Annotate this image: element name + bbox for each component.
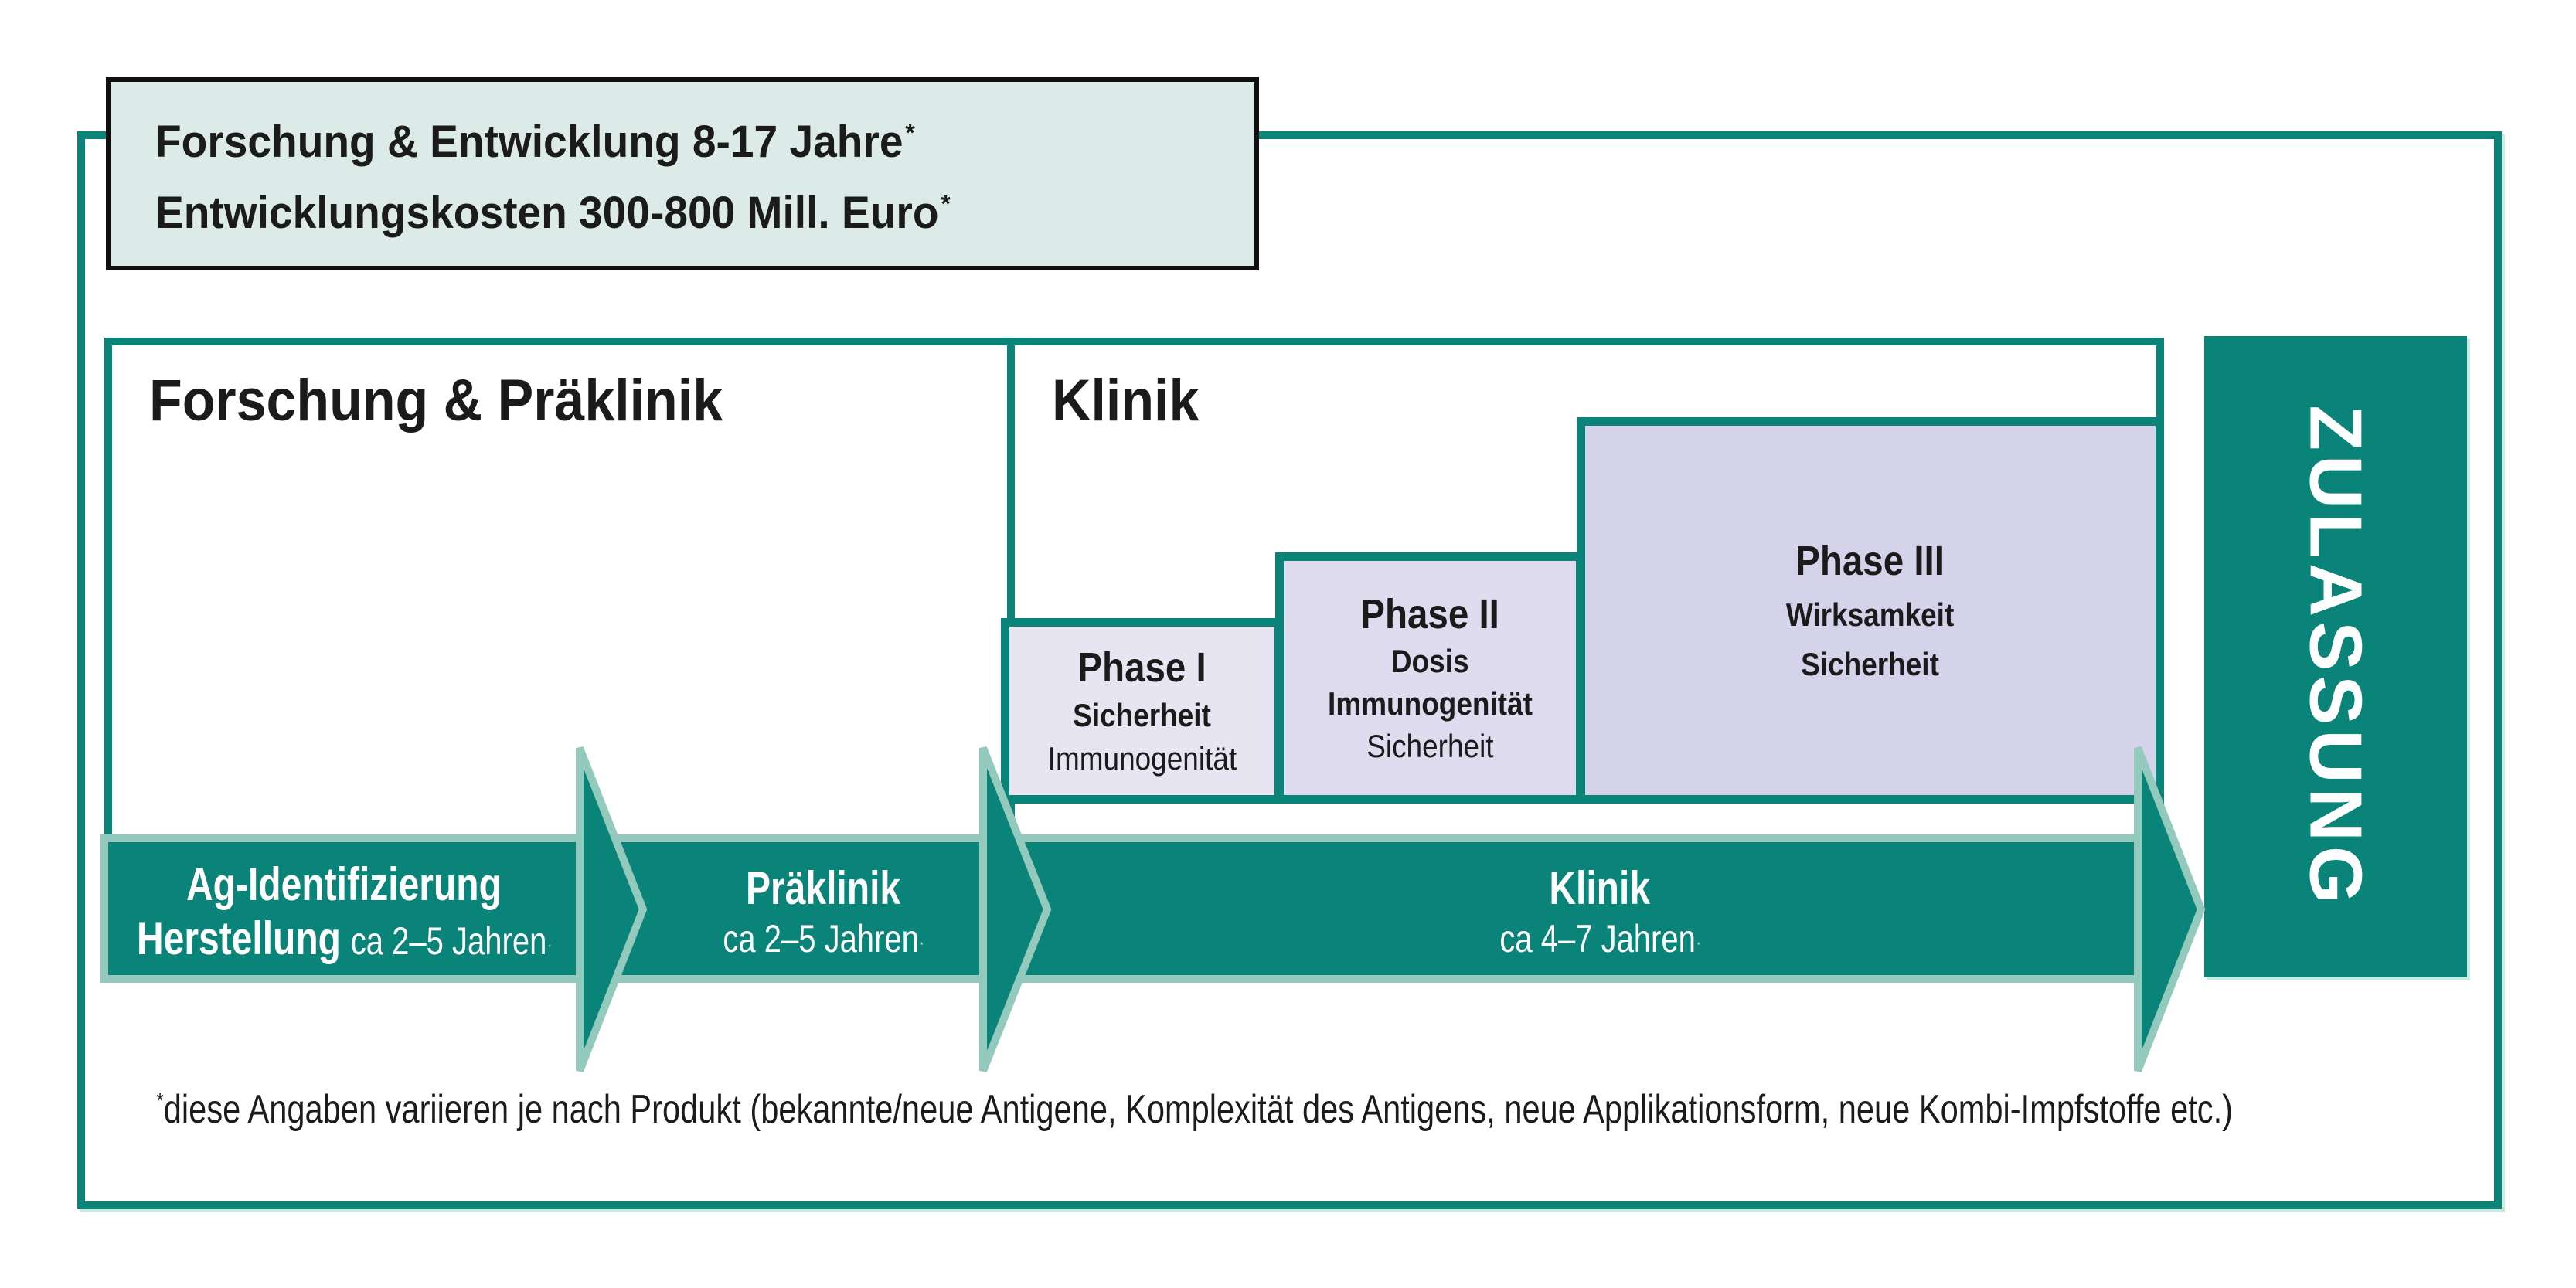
zulassung-box: ZULASSUNG — [2204, 336, 2467, 977]
phase-1-line-immunogenitaet: Immunogenität — [1047, 740, 1237, 777]
arrow-3-label: Klinik ca 4–7 Jahren* — [1051, 842, 2149, 981]
footnote-text: diese Angaben variieren je nach Produkt … — [163, 1087, 2233, 1132]
arrow-1-duration: ca 2–5 Jahren — [351, 919, 547, 963]
arrow-1-line-1: Ag-Identifizierung — [186, 861, 502, 908]
info-line-duration-text: Forschung & Entwicklung 8-17 Jahre — [155, 117, 903, 167]
arrow-2-line-1: Präklinik — [746, 865, 900, 912]
arrow-1-body — [100, 834, 587, 983]
phase-2-title: Phase II — [1360, 591, 1499, 637]
info-line-costs: Entwicklungskosten 300-800 Mill. Euro* — [155, 191, 1200, 236]
phase-3-line-wirksamkeit: Wirksamkeit — [1786, 596, 1955, 633]
arrow-2-label: Präklinik ca 2–5 Jahren* — [641, 842, 1005, 981]
asterisk-superscript: * — [156, 1088, 164, 1114]
footnote: *diese Angaben variieren je nach Produkt… — [155, 1087, 2233, 1132]
arrow-2-title: Präklinik — [745, 862, 901, 914]
phase-2-line-dosis: Dosis — [1390, 643, 1469, 679]
phase-1-title: Phase I — [1077, 644, 1206, 691]
arrow-2-head — [979, 746, 1052, 1072]
arrow-1-head — [576, 746, 648, 1072]
phase-2-line-sicherheit: Sicherheit — [1366, 728, 1494, 764]
phase-1-line-sicherheit: Sicherheit — [1073, 697, 1211, 733]
arrow-3-duration: ca 4–7 Jahren — [1499, 917, 1696, 960]
arrow-3-body — [1007, 834, 2145, 983]
phase-3-box: Phase III Wirksamkeit Sicherheit — [1577, 417, 2164, 804]
section-klinik-title: Klinik — [1052, 368, 1200, 433]
arrow-3-title: Klinik — [1549, 862, 1651, 914]
phase-3-line-sicherheit: Sicherheit — [1801, 646, 1940, 682]
arrow-3-line-1: Klinik — [1550, 865, 1651, 912]
phase-2-line-immunogenitaet: Immunogenität — [1327, 685, 1533, 722]
arrow-2-body — [607, 834, 989, 983]
section-forschung-title: Forschung & Präklinik — [149, 368, 723, 433]
phase-3-title: Phase III — [1795, 538, 1945, 584]
arrow-1-subtitle-bold: Herstellung — [137, 912, 342, 964]
asterisk-superscript: * — [548, 943, 551, 951]
arrow-2-duration: ca 2–5 Jahren — [723, 917, 920, 960]
info-line-duration: Forschung & Entwicklung 8-17 Jahre* — [155, 120, 1200, 165]
arrow-2-line-2: ca 2–5 Jahren* — [723, 919, 924, 958]
asterisk-superscript: * — [1697, 940, 1700, 949]
arrow-1-title: Ag-Identifizierung — [186, 858, 502, 910]
asterisk-superscript: * — [905, 118, 915, 148]
info-box: Forschung & Entwicklung 8-17 Jahre* Entw… — [106, 77, 1259, 270]
arrow-3-head — [2134, 746, 2206, 1072]
arrow-3-line-2: ca 4–7 Jahren* — [1500, 919, 1700, 958]
asterisk-superscript: * — [941, 189, 951, 219]
phase-1-box: Phase I Sicherheit Immunogenität — [1001, 618, 1283, 804]
asterisk-superscript: * — [920, 940, 924, 949]
info-line-costs-text: Entwicklungskosten 300-800 Mill. Euro — [155, 188, 939, 238]
